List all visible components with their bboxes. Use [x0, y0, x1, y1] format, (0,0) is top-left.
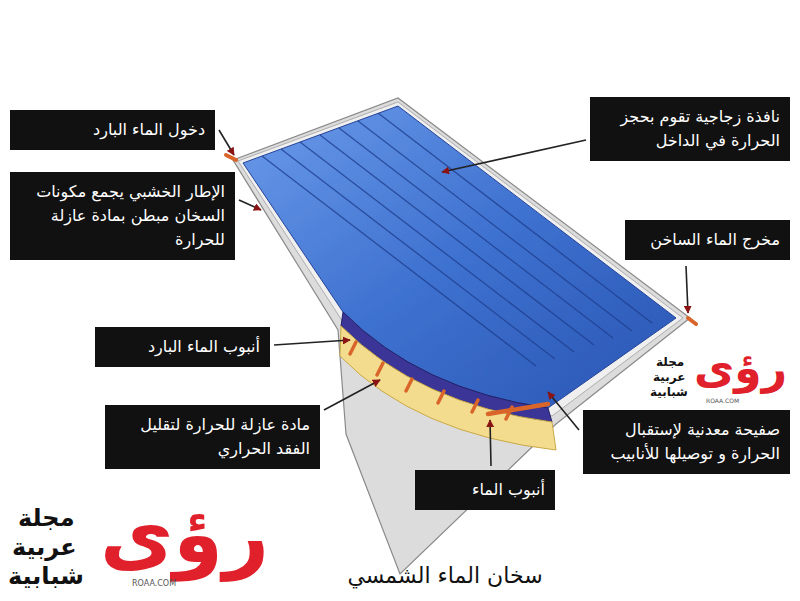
- header-pipe: [488, 404, 548, 414]
- callout-text: صفيحة معدنية لإستقبال الحرارة و توصيلها …: [593, 418, 780, 466]
- frame-body: [233, 98, 690, 574]
- logo-url: ROAA.COM: [132, 580, 176, 588]
- callout-box: الإطار الخشبي يجمع مكونات السخان مبطن بم…: [10, 172, 235, 260]
- logo-mark: رؤى: [100, 495, 269, 575]
- logo-mark: رؤى: [694, 346, 787, 390]
- diagram-caption: سخان الماء الشمسي: [290, 562, 600, 591]
- logo-word: مجلة: [18, 506, 75, 530]
- logo-url: ROAA.COM: [706, 398, 739, 404]
- callout-text: الإطار الخشبي يجمع مكونات السخان مبطن بم…: [20, 180, 225, 252]
- callout-box: أنبوب الماء: [415, 470, 555, 510]
- callout-box: مادة عازلة للحرارة لتقليل الفقد الحراري: [105, 405, 320, 469]
- callout-box: أنبوب الماء البارد: [95, 327, 270, 367]
- callout-text: أنبوب الماء البارد: [105, 335, 260, 359]
- logo-word: مجلة: [656, 356, 684, 368]
- logo-word: عربية: [12, 535, 77, 559]
- callout-text: مخرج الماء الساخن: [635, 228, 780, 252]
- callout-box: مخرج الماء الساخن: [625, 220, 790, 260]
- inlet-pipe: [226, 155, 236, 160]
- callout-box: صفيحة معدنية لإستقبال الحرارة و توصيلها …: [583, 410, 790, 474]
- callout-box: نافذة زجاجية تقوم بحجز الحرارة في الداخل: [590, 97, 790, 161]
- outlet-pipe: [688, 318, 696, 324]
- callout-text: أنبوب الماء: [425, 478, 545, 502]
- logo-word: شبابية: [8, 564, 84, 588]
- logo-word: شبابية: [650, 386, 688, 398]
- riser-pipes: [350, 342, 512, 419]
- callout-text: نافذة زجاجية تقوم بحجز الحرارة في الداخل: [600, 105, 780, 153]
- callout-text: مادة عازلة للحرارة لتقليل الفقد الحراري: [115, 413, 310, 461]
- callout-text: دخول الماء البارد: [20, 118, 205, 142]
- logo-word: عربية: [653, 371, 685, 383]
- insulation-layer: [340, 326, 556, 450]
- callout-box: دخول الماء البارد: [10, 110, 215, 150]
